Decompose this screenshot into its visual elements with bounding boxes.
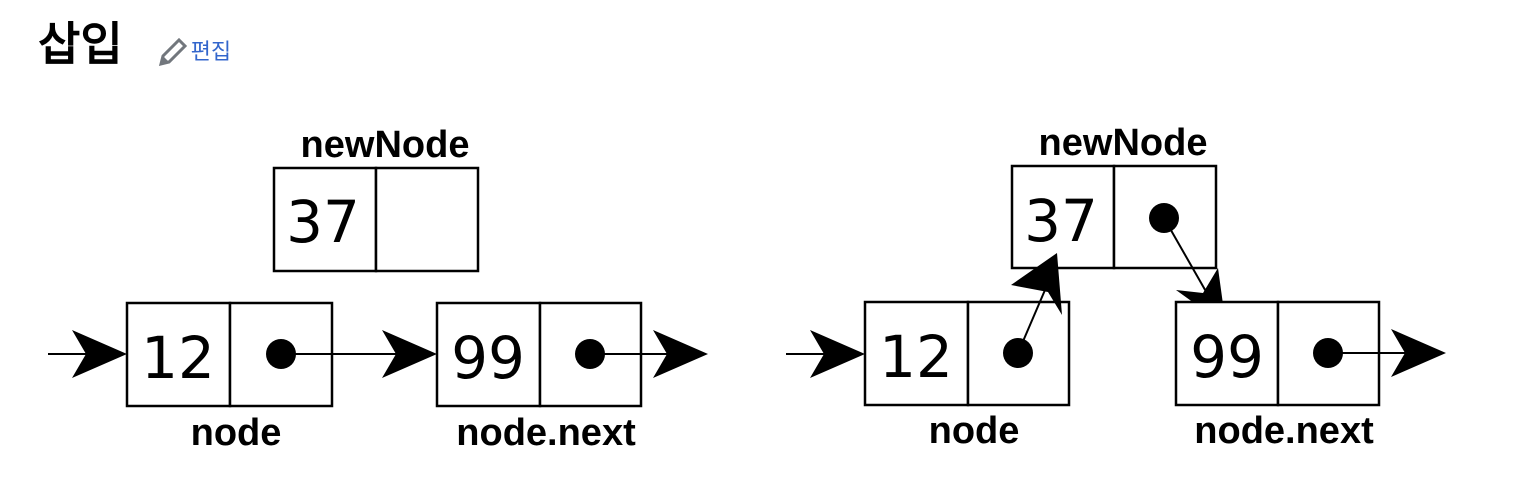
after-next-node-label: node.next: [1194, 410, 1374, 452]
before-new-node-value: 37: [286, 188, 360, 256]
after-head-arrow: [786, 330, 865, 378]
before-head-arrow: [48, 330, 127, 378]
before-node: 12 node: [125, 301, 334, 454]
section-heading: 삽입 편집: [38, 14, 231, 74]
before-node-value: 12: [141, 324, 215, 392]
pencil-icon: [158, 37, 187, 67]
after-node-to-new-node-arrow: [1011, 253, 1062, 354]
edit-link-label: 편집: [190, 40, 232, 65]
before-next-node-value: 99: [451, 324, 525, 392]
after-state: newNode 37 12 node: [786, 122, 1446, 452]
before-next-node-data-cell: [435, 301, 542, 408]
before-new-node: newNode 37: [272, 124, 480, 273]
before-node-to-next-arrow: [281, 330, 437, 378]
after-new-node-next-cell: [1112, 164, 1218, 270]
after-next-node: 99 node.next: [1174, 300, 1381, 452]
after-node-value: 12: [879, 323, 953, 391]
before-state: newNode 37 12 node 99: [48, 124, 708, 454]
section-title: 삽입: [38, 17, 123, 71]
after-new-node-label: newNode: [1039, 122, 1208, 164]
edit-section-link[interactable]: 편집: [157, 34, 231, 68]
after-next-node-value: 99: [1190, 323, 1264, 391]
before-new-node-next-cell: [374, 166, 480, 273]
after-new-node-data-cell: [1010, 164, 1116, 270]
after-new-node: newNode 37: [1010, 122, 1218, 270]
after-tail-arrow: [1328, 329, 1446, 377]
before-node-label: node: [191, 412, 282, 454]
before-new-node-label: newNode: [301, 124, 470, 166]
before-tail-arrow: [590, 330, 708, 378]
after-node-label: node: [929, 410, 1020, 452]
after-next-node-data-cell: [1174, 300, 1280, 407]
after-node: 12 node: [863, 300, 1071, 452]
before-next-node: 99 node.next: [435, 301, 643, 454]
after-node-data-cell: [863, 300, 970, 407]
before-next-node-label: node.next: [456, 412, 636, 454]
before-new-node-data-cell: [272, 166, 378, 273]
after-new-node-value: 37: [1024, 187, 1098, 255]
